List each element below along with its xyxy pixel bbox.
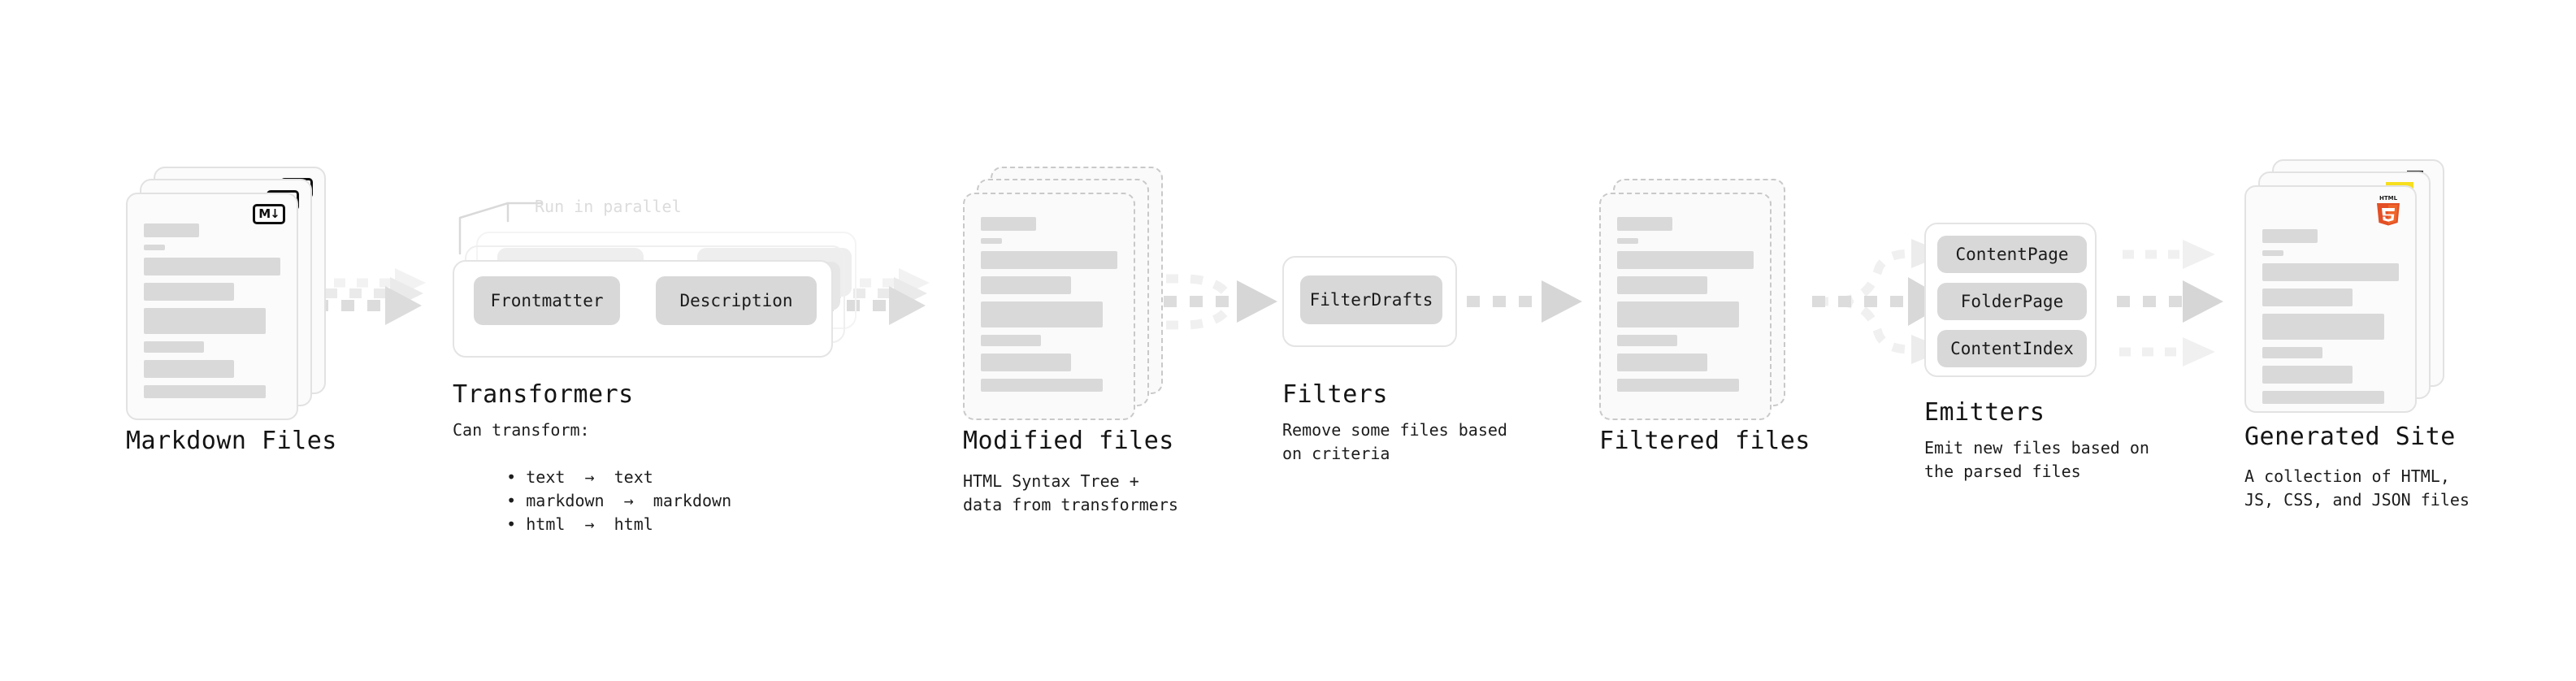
placeholder-bar (1617, 251, 1754, 269)
generated-file-placeholder-lines (2262, 229, 2399, 411)
plugin-chip-contentindex[interactable]: ContentIndex (1937, 330, 2087, 367)
placeholder-bar (1617, 276, 1707, 294)
placeholder-bar (2262, 250, 2283, 256)
placeholder-bar (2262, 263, 2399, 281)
filtered-file-card-front (1599, 193, 1772, 420)
placeholder-bar (981, 238, 1002, 244)
placeholder-bar (1617, 354, 1707, 371)
modified-file-card-front (963, 193, 1135, 420)
placeholder-bar (2262, 314, 2384, 340)
placeholder-bar (1617, 335, 1677, 346)
markdown-files-title: Markdown Files (126, 427, 337, 455)
placeholder-bar (981, 335, 1041, 346)
emitters-subtitle-line1: Emit new files based on (1924, 438, 2149, 458)
transformers-panel: Frontmatter Description (453, 260, 833, 358)
svg-text:HTML: HTML (2379, 195, 2398, 202)
placeholder-bar (144, 308, 266, 334)
placeholder-bar (144, 283, 234, 301)
filters-subtitle-line1: Remove some files based (1282, 420, 1507, 440)
transformers-title: Transformers (453, 380, 634, 409)
bullet-label: text → text (526, 467, 653, 487)
placeholder-bar (981, 379, 1103, 392)
transformers-bullet-markdown: • markdown → markdown (467, 466, 731, 536)
filtered-file-placeholder-lines (1617, 217, 1754, 399)
generated-site-title: Generated Site (2244, 423, 2456, 451)
filters-title: Filters (1282, 380, 1388, 409)
bullet-label: html → html (526, 514, 653, 534)
placeholder-bar (981, 301, 1103, 327)
transformers-bullet-text: • text → text (467, 442, 653, 513)
placeholder-bar (144, 341, 204, 353)
bullet-label: markdown → markdown (526, 491, 732, 510)
plugin-chip-contentpage[interactable]: ContentPage (1937, 236, 2087, 273)
emitters-subtitle-line2: the parsed files (1924, 462, 2081, 481)
markdown-file-card-front: M↓ (126, 193, 298, 420)
placeholder-bar (1617, 379, 1739, 392)
placeholder-bar (981, 217, 1036, 231)
placeholder-bar (2262, 229, 2318, 243)
placeholder-bar (1617, 301, 1739, 327)
transformers-subtitle: Can transform: (453, 420, 590, 440)
bullet-marker: • (506, 491, 527, 510)
markdown-file-placeholder-lines (144, 223, 280, 406)
placeholder-bar (144, 385, 266, 398)
bullet-marker: • (506, 467, 527, 487)
filtered-files-title: Filtered files (1599, 427, 1811, 455)
placeholder-bar (2262, 347, 2322, 358)
markdown-logo-icon: M↓ (253, 204, 285, 224)
modified-files-subtitle-line1: HTML Syntax Tree + (963, 471, 1139, 491)
placeholder-bar (144, 360, 234, 378)
arrow-markdown-to-transformers (315, 268, 426, 325)
placeholder-bar (144, 245, 165, 250)
emitters-title: Emitters (1924, 398, 2045, 427)
arrow-filters-to-filtered (1467, 280, 1582, 323)
placeholder-bar (981, 354, 1071, 371)
modified-files-title: Modified files (963, 427, 1174, 455)
generated-site-subtitle-line2: JS, CSS, and JSON files (2244, 490, 2470, 510)
html5-logo-icon: HTML (2374, 193, 2402, 226)
modified-files-subtitle-line2: data from transformers (963, 495, 1178, 514)
filters-subtitle-line2: on criteria (1282, 444, 1390, 463)
plugin-chip-frontmatter[interactable]: Frontmatter (474, 276, 620, 325)
plugin-chip-folderpage[interactable]: FolderPage (1937, 283, 2087, 320)
transformers-bullet-html: • html → html (467, 489, 653, 560)
modified-file-placeholder-lines (981, 217, 1117, 399)
placeholder-bar (1617, 217, 1672, 231)
bullet-marker: • (506, 514, 527, 534)
generated-file-card-html: HTML (2244, 185, 2417, 413)
plugin-chip-filterdrafts[interactable]: FilterDrafts (1300, 275, 1442, 324)
placeholder-bar (2262, 391, 2384, 404)
placeholder-bar (144, 223, 199, 237)
placeholder-bar (1617, 238, 1638, 244)
placeholder-bar (981, 251, 1117, 269)
generated-site-subtitle-line1: A collection of HTML, (2244, 466, 2450, 486)
placeholder-bar (981, 276, 1071, 294)
emitters-panel: ContentPage FolderPage ContentIndex (1924, 223, 2097, 377)
placeholder-bar (144, 258, 280, 275)
filters-panel: FilterDrafts (1282, 256, 1457, 347)
arrow-emitters-to-generated (2117, 240, 2223, 367)
placeholder-bar (2262, 288, 2353, 306)
run-in-parallel-note: Run in parallel (535, 197, 682, 216)
placeholder-bar (2262, 366, 2353, 384)
plugin-chip-description[interactable]: Description (656, 276, 817, 325)
